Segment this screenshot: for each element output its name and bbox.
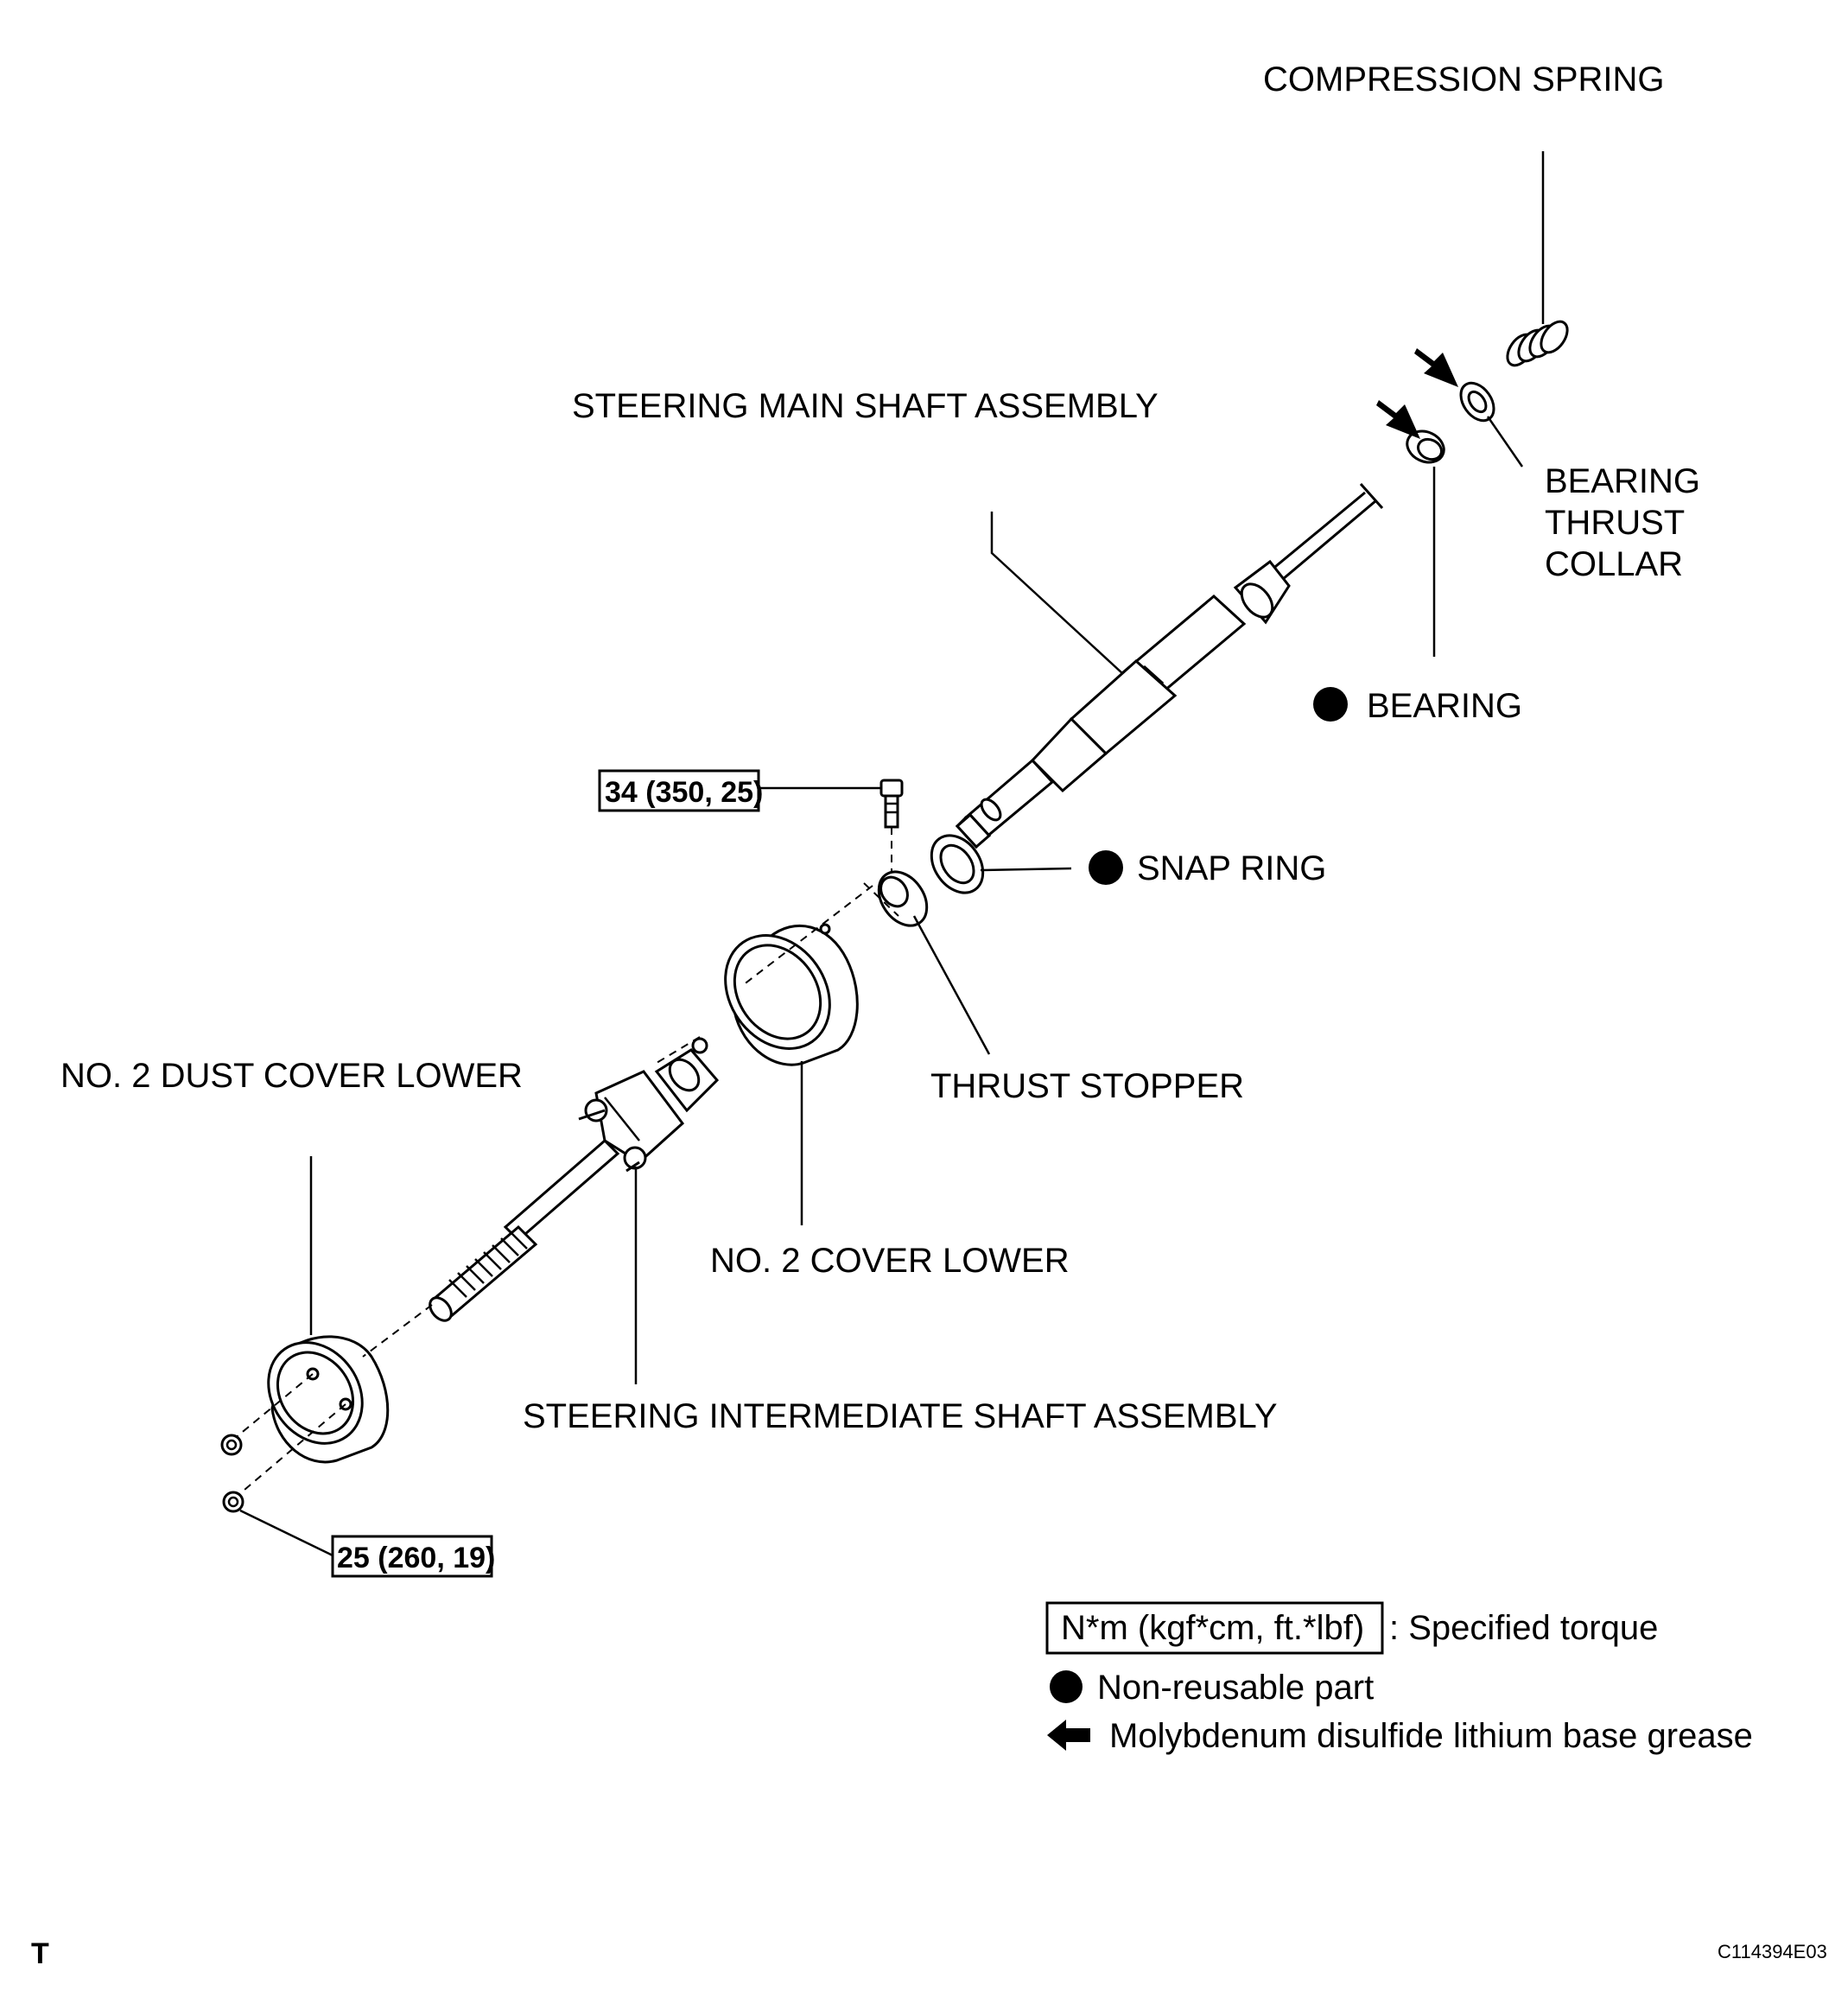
compression-spring-label: COMPRESSION SPRING — [1263, 60, 1665, 99]
non-reusable-mark-snap-ring — [1089, 850, 1123, 885]
nut-leader — [239, 1509, 333, 1557]
legend-grease-text: Molybdenum disulfide lithium base grease — [1109, 1717, 1753, 1755]
grease-arrow-icon — [1414, 348, 1458, 387]
bolt-part — [879, 779, 904, 829]
grease-arrow-icon-2 — [1376, 400, 1420, 439]
legend-torque-text: : Specified torque — [1389, 1609, 1658, 1647]
thrust-stopper-part — [863, 870, 929, 927]
dust-cover-label: NO. 2 DUST COVER LOWER — [60, 1057, 523, 1095]
main-shaft-part — [955, 483, 1384, 849]
non-reusable-mark-bearing — [1313, 687, 1348, 722]
main-shaft-leader — [990, 512, 1124, 675]
left-arrow-icon — [1047, 1720, 1090, 1751]
cover-lower-label: NO. 2 COVER LOWER — [710, 1242, 1070, 1280]
main-shaft-label: STEERING MAIN SHAFT ASSEMBLY — [572, 387, 1159, 425]
thrust-stopper-leader — [912, 915, 991, 1055]
thrust-collar-leader — [1486, 416, 1524, 467]
bolt-torque-box — [598, 769, 760, 812]
bearing-part — [1406, 429, 1445, 464]
nut-part-1 — [220, 1434, 243, 1456]
dust-cover-axis-3 — [232, 1403, 346, 1500]
dust-cover-axis-2 — [228, 1373, 314, 1444]
legend-torque-box — [1045, 1601, 1384, 1655]
dust-cover-part — [267, 1335, 390, 1464]
compression-spring-part — [1506, 320, 1569, 367]
corner-t-label: T — [31, 1937, 49, 1970]
legend-torque-box-text: N*m (kgf*cm, ft.*lbf) — [1061, 1609, 1364, 1647]
filled-circle-icon — [1050, 1670, 1083, 1703]
legend-nonreusable-text: Non-reusable part — [1097, 1669, 1374, 1707]
nut-torque-box — [331, 1535, 493, 1578]
nut-torque-label: 25 (260, 19) — [337, 1542, 495, 1574]
cover-axis-lower — [656, 1036, 701, 1064]
bolt-torque-label: 34 (350, 25) — [605, 776, 763, 809]
bearing-label: BEARING — [1367, 687, 1522, 725]
thrust-stopper-label: THRUST STOPPER — [930, 1067, 1244, 1105]
snap-ring-label: SNAP RING — [1137, 849, 1326, 887]
figure-code: C114394E03 — [1718, 1941, 1827, 1962]
intermediate-shaft-label: STEERING INTERMEDIATE SHAFT ASSEMBLY — [523, 1397, 1278, 1435]
snap-ring-leader — [980, 867, 1072, 872]
intermediate-shaft-part — [429, 1037, 720, 1322]
bearing-thrust-collar-label: BEARING THRUST COLLAR — [1545, 462, 1710, 583]
cover-lower-part — [724, 923, 859, 1066]
snap-ring-part — [930, 834, 985, 894]
dust-cover-axis-1 — [362, 1304, 433, 1358]
bearing-thrust-collar-part — [1459, 381, 1495, 423]
nut-part-2 — [222, 1491, 244, 1513]
